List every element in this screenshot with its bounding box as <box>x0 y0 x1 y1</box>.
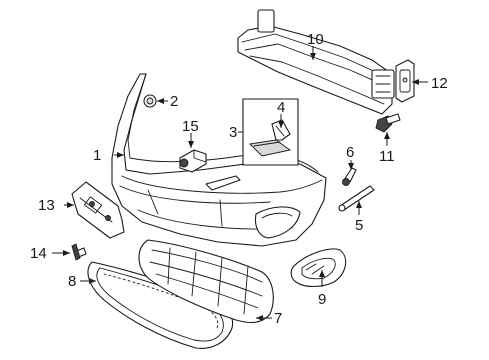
callout-2: 2 <box>170 93 178 110</box>
callout-15: 15 <box>182 118 199 135</box>
fog-lamp-bezel <box>290 248 347 288</box>
callout-12: 12 <box>431 75 448 92</box>
callout-9: 9 <box>318 291 326 308</box>
screw-6 <box>342 167 357 186</box>
bolt-11 <box>375 113 401 133</box>
push-pin <box>71 243 87 261</box>
callout-4: 4 <box>277 99 285 116</box>
retaining-pin <box>338 185 375 212</box>
grommet-clip <box>143 94 157 108</box>
callout-1: 1 <box>93 147 101 164</box>
callout-13: 13 <box>38 197 55 214</box>
mounting-bracket <box>395 59 415 103</box>
leader-lines <box>52 46 428 321</box>
bumper-cover <box>111 73 327 247</box>
lower-grille <box>138 239 274 324</box>
bracket-assembly-box <box>242 98 299 166</box>
license-plate-bracket <box>71 181 125 239</box>
callout-labels: 10 12 2 4 3 15 11 1 6 5 13 14 8 9 7 <box>30 31 448 327</box>
callout-6: 6 <box>346 144 354 161</box>
callout-3: 3 <box>229 124 237 141</box>
callout-8: 8 <box>68 273 76 290</box>
callout-5: 5 <box>355 217 363 234</box>
callout-7: 7 <box>274 310 282 327</box>
callout-14: 14 <box>30 245 47 262</box>
callout-10: 10 <box>307 31 324 48</box>
callout-11: 11 <box>379 148 395 165</box>
parking-sensor <box>179 149 207 173</box>
impact-beam <box>237 9 395 115</box>
